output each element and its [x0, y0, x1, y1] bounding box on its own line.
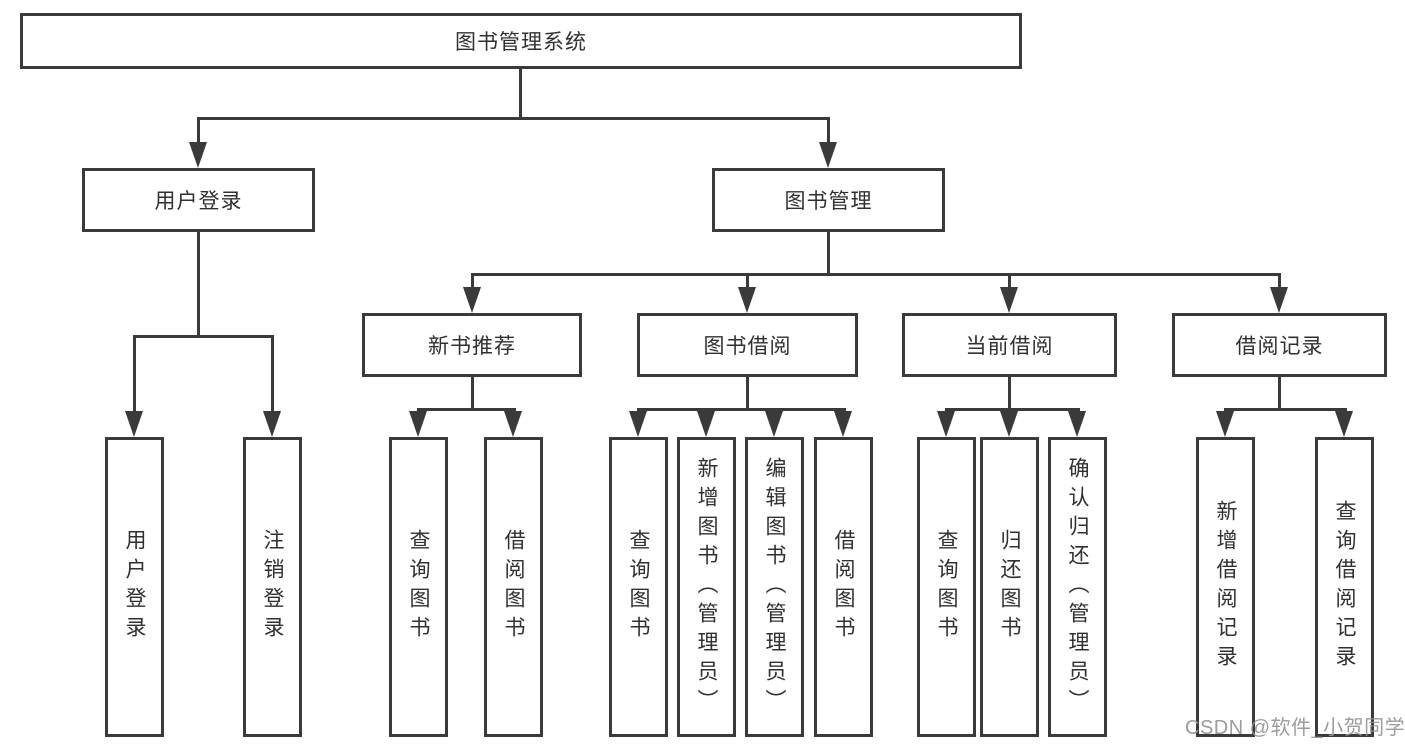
node-root-label: 图书管理系统	[455, 31, 587, 54]
leaf-add-books-admin: 新增图书（管理员）	[677, 437, 736, 737]
connector-book-borrow-stem	[746, 377, 749, 408]
csdn-watermark: CSDN @软件_小贺同学	[1185, 717, 1405, 739]
arrowhead-leaf-borrow-rec	[504, 411, 522, 437]
connector-borrow-records-stem	[1278, 377, 1281, 408]
leaf-return-books: 归还图书	[980, 437, 1039, 737]
arrowhead-borrow-records	[1270, 287, 1288, 313]
arrowhead-user-login	[189, 142, 207, 168]
leaf-edit-books-admin-label: 编辑图书（管理员）	[763, 456, 786, 718]
leaf-logout: 注销登录	[243, 437, 302, 737]
leaf-return-books-label: 归还图书	[998, 529, 1021, 645]
node-borrowing-records-label: 借阅记录	[1235, 335, 1324, 358]
arrowhead-leaf-query-bor	[629, 411, 647, 437]
connector-stem-leaf-logout	[271, 335, 274, 414]
connector-book-management-bus	[471, 273, 1281, 276]
connector-borrow-records-bus	[1224, 408, 1347, 411]
leaf-add-borrow-record: 新增借阅记录	[1196, 437, 1255, 737]
connector-stem-leaf-user-login	[133, 335, 136, 414]
leaf-query-borrow-record-label: 查询借阅记录	[1333, 500, 1356, 674]
leaf-query-books-recommend-label: 查询图书	[407, 529, 430, 645]
leaf-borrow-books-recommend-label: 借阅图书	[502, 529, 525, 645]
leaf-borrow-books-label: 借阅图书	[832, 529, 855, 645]
connector-current-borrow-stem	[1008, 377, 1011, 408]
leaf-confirm-return-admin: 确认归还（管理员）	[1048, 437, 1107, 737]
leaf-borrow-books: 借阅图书	[814, 437, 873, 737]
arrowhead-leaf-add-record	[1216, 411, 1234, 437]
leaf-borrow-books-recommend: 借阅图书	[484, 437, 543, 737]
node-root: 图书管理系统	[20, 13, 1022, 69]
arrowhead-leaf-user-login	[125, 411, 143, 437]
node-book-management-label: 图书管理	[784, 190, 873, 213]
connector-stem-new-book	[471, 273, 474, 290]
connector-current-borrow-bus	[945, 408, 1080, 411]
leaf-user-login-label: 用户登录	[123, 529, 146, 645]
connector-new-book-stem	[471, 377, 474, 408]
connector-book-borrow-bus	[637, 408, 846, 411]
arrowhead-leaf-confirm-return	[1068, 411, 1086, 437]
connector-stem-current-borrow	[1008, 273, 1011, 290]
arrowhead-leaf-add-books	[697, 411, 715, 437]
arrowhead-book-borrow	[738, 287, 756, 313]
leaf-query-books-current-label: 查询图书	[935, 529, 958, 645]
node-new-book-recommendation: 新书推荐	[362, 313, 582, 377]
connector-stem-book-management	[827, 117, 830, 145]
connector-new-book-bus	[417, 408, 516, 411]
leaf-query-books-recommend: 查询图书	[389, 437, 448, 737]
connector-stem-book-borrow	[746, 273, 749, 290]
connector-stem-user-login	[197, 117, 200, 145]
leaf-logout-label: 注销登录	[261, 529, 284, 645]
arrowhead-leaf-query-cur	[937, 411, 955, 437]
arrowhead-leaf-edit-books	[765, 411, 783, 437]
leaf-query-books-current: 查询图书	[917, 437, 976, 737]
leaf-edit-books-admin: 编辑图书（管理员）	[745, 437, 804, 737]
leaf-confirm-return-admin-label: 确认归还（管理员）	[1066, 456, 1089, 718]
node-new-book-recommendation-label: 新书推荐	[428, 335, 516, 358]
leaf-user-login: 用户登录	[105, 437, 164, 737]
connector-root-bus	[197, 117, 830, 120]
node-current-borrowing: 当前借阅	[902, 313, 1117, 377]
node-book-borrowing: 图书借阅	[637, 313, 858, 377]
arrowhead-leaf-logout	[263, 411, 281, 437]
connector-user-login-stem	[197, 232, 200, 335]
node-book-borrowing-label: 图书借阅	[703, 335, 792, 358]
leaf-query-books-borrow: 查询图书	[609, 437, 668, 737]
connector-root-stem	[519, 69, 522, 117]
arrowhead-book-management	[819, 142, 837, 168]
leaf-add-books-admin-label: 新增图书（管理员）	[695, 456, 718, 718]
connector-book-management-stem	[827, 232, 830, 273]
leaf-add-borrow-record-label: 新增借阅记录	[1214, 500, 1237, 674]
arrowhead-leaf-return-books	[1000, 411, 1018, 437]
connector-stem-borrow-records	[1278, 273, 1281, 290]
node-user-login: 用户登录	[82, 168, 315, 232]
connector-user-login-bus	[133, 335, 274, 338]
arrowhead-leaf-borrow-books	[834, 411, 852, 437]
leaf-query-borrow-record: 查询借阅记录	[1315, 437, 1374, 737]
arrowhead-leaf-query-rec	[409, 411, 427, 437]
arrowhead-current-borrow	[1000, 287, 1018, 313]
arrowhead-new-book	[463, 287, 481, 313]
node-user-login-label: 用户登录	[154, 190, 243, 213]
node-borrowing-records: 借阅记录	[1172, 313, 1387, 377]
arrowhead-leaf-query-record	[1335, 411, 1353, 437]
node-book-management: 图书管理	[712, 168, 945, 232]
leaf-query-books-borrow-label: 查询图书	[627, 529, 650, 645]
node-current-borrowing-label: 当前借阅	[965, 335, 1054, 358]
